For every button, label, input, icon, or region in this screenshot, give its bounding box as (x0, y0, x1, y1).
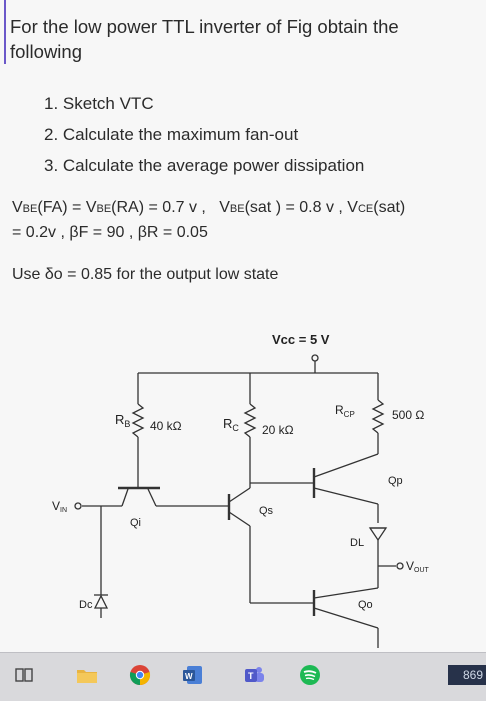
question-heading: For the low power TTL inverter of Fig ob… (10, 14, 470, 64)
task-item: 1. Sketch VTC (44, 94, 154, 113)
rb-label: RB (115, 412, 130, 429)
rcp-value: 500 Ω (392, 408, 424, 422)
heading-line-2: following (10, 41, 82, 62)
parameter-block: VBE(FA) = VBE(RA) = 0.7 v , VBE(sat ) = … (12, 196, 482, 245)
teams-icon[interactable]: T (242, 663, 266, 687)
qs-label: Qs (259, 505, 274, 517)
question-page: For the low power TTL inverter of Fig ob… (4, 0, 482, 648)
svg-text:W: W (185, 672, 193, 681)
dc-label: Dc (79, 599, 93, 611)
spotify-icon[interactable] (298, 663, 322, 687)
file-explorer-icon[interactable] (75, 663, 99, 687)
params-line-2: = 0.2v , βF = 90 , βR = 0.05 (12, 224, 208, 241)
ttl-inverter-circuit: Vcc = 5 V RB 40 kΩ RC 20 kΩ RCP 500 Ω VI… (52, 332, 430, 648)
dl-label: DL (350, 537, 364, 549)
rc-value: 20 kΩ (262, 423, 294, 437)
rcp-label: RCP (335, 403, 355, 419)
accent-rule (4, 0, 6, 64)
heading-line-1: For the low power TTL inverter of Fig ob… (10, 16, 399, 37)
word-icon[interactable]: W (181, 663, 205, 687)
vcc-label: Vcc = 5 V (272, 332, 330, 347)
qo-label: Qo (358, 599, 373, 611)
task-item: 3. Calculate the average power dissipati… (44, 156, 365, 175)
chrome-icon[interactable] (128, 663, 152, 687)
qi-label: Qi (130, 517, 141, 529)
taskbar: W T 869 (0, 652, 486, 701)
params-line-1: VBE(FA) = VBE(RA) = 0.7 v , VBE(sat ) = … (12, 199, 406, 216)
qp-label: Qp (388, 475, 403, 487)
task-view-icon[interactable] (12, 663, 36, 687)
vin-label: VIN (52, 499, 67, 514)
task-item: 2. Calculate the maximum fan-out (44, 125, 299, 144)
svg-text:T: T (248, 671, 254, 681)
rb-value: 40 kΩ (150, 419, 182, 433)
delta-note: Use δo = 0.85 for the output low state (12, 266, 279, 283)
vout-label: VOUT (406, 559, 430, 574)
task-list: 1. Sketch VTC 2. Calculate the maximum f… (44, 88, 364, 181)
taskbar-clock[interactable]: 869 (448, 665, 486, 685)
rc-label: RC (223, 416, 239, 433)
